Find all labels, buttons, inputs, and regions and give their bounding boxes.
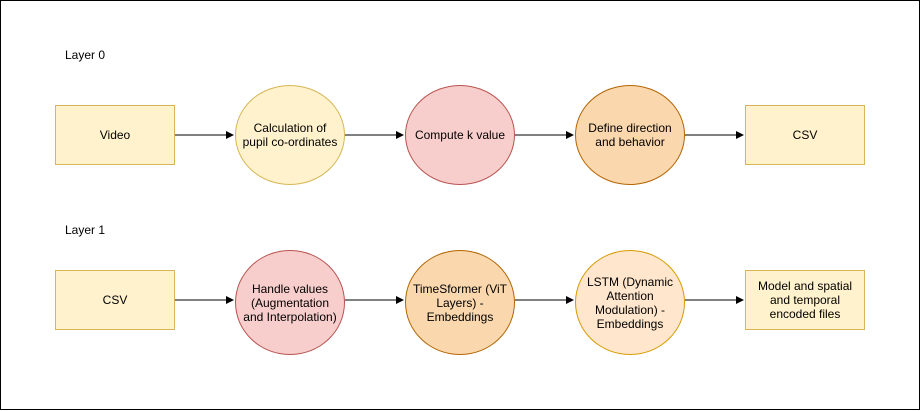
direction-behavior-circle: Define direction and behavior bbox=[575, 85, 685, 185]
compute-k-text: Compute k value bbox=[414, 128, 506, 142]
video-box: Video bbox=[55, 105, 175, 165]
timesformer-circle: TimeSformer (ViT Layers) - Embeddings bbox=[405, 250, 515, 355]
compute-k-circle: Compute k value bbox=[405, 85, 515, 185]
model-files-box: Model and spatial and temporal encoded f… bbox=[745, 270, 865, 330]
csv-output-text: CSV bbox=[792, 128, 818, 142]
csv-input-text: CSV bbox=[102, 293, 128, 307]
csv-output-box: CSV bbox=[745, 105, 865, 165]
csv-input-box: CSV bbox=[55, 270, 175, 330]
handle-values-text: Handle values (Augmentation and Interpol… bbox=[243, 281, 337, 324]
lstm-circle: LSTM (Dynamic Attention Modulation) - Em… bbox=[575, 250, 685, 355]
model-files-text: Model and spatial and temporal encoded f… bbox=[757, 279, 853, 321]
timesformer-text: TimeSformer (ViT Layers) - Embeddings bbox=[412, 281, 507, 324]
lstm-text: LSTM (Dynamic Attention Modulation) - Em… bbox=[586, 274, 673, 331]
layer-1-label: Layer 1 bbox=[65, 223, 106, 237]
handle-values-circle: Handle values (Augmentation and Interpol… bbox=[235, 250, 345, 355]
layer-0-label: Layer 0 bbox=[65, 48, 106, 62]
video-box-text: Video bbox=[99, 128, 131, 142]
pupil-calculation-text: Calculation of pupil co-ordinates bbox=[242, 121, 338, 149]
direction-behavior-text: Define direction and behavior bbox=[588, 121, 672, 149]
pupil-calculation-circle: Calculation of pupil co-ordinates bbox=[235, 85, 345, 185]
